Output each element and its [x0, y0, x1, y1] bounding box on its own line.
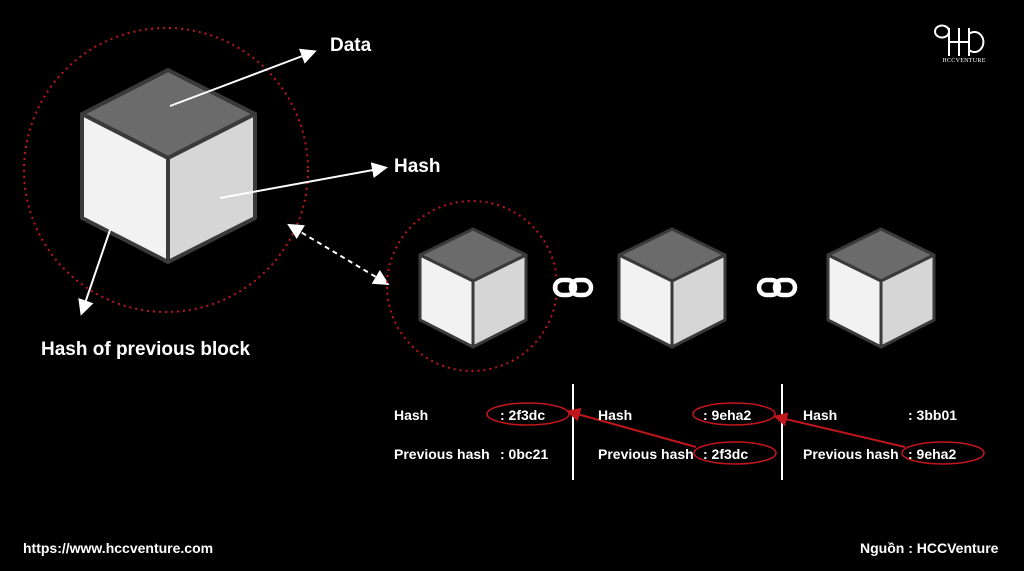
block-3-prev-label: Previous hash — [803, 446, 899, 462]
prev-hash-highlight-ellipse — [901, 441, 985, 465]
highlight-circle-large — [23, 27, 309, 313]
footer-source: Nguồn : HCCVenture — [860, 540, 999, 556]
block-1-prev-value: : 0bc21 — [500, 446, 549, 462]
large-block-cube — [80, 68, 257, 264]
chain-link-icon — [756, 277, 798, 298]
data-arrow — [169, 48, 317, 107]
block-2-prev-label: Previous hash — [598, 446, 694, 462]
hccventure-logo — [934, 24, 985, 56]
block-3-hash-label: Hash — [803, 407, 838, 423]
block-2-prev-value: : 2f3dc — [703, 446, 749, 462]
block-1-prev-label: Previous hash — [394, 446, 490, 462]
data-label: Data — [330, 35, 372, 56]
block-cube-1 — [418, 227, 528, 349]
block-cube-3 — [826, 227, 936, 349]
prev-hash-highlight-ellipse — [693, 441, 777, 465]
footer-url-link[interactable]: https://www.hccventure.com — [23, 540, 214, 556]
hash-arrow — [219, 162, 388, 199]
block-2-hash-value: : 9eha2 — [703, 407, 752, 423]
block-3-prev-value: : 9eha2 — [908, 446, 957, 462]
block-1-hash-label: Hash — [394, 407, 429, 423]
hash-link-arrow — [773, 412, 906, 448]
logo-wordmark: HCCVENTURE — [942, 58, 986, 64]
prev-hash-arrow — [78, 229, 111, 316]
hash-link-arrow — [566, 407, 697, 448]
hash-label: Hash — [394, 156, 441, 177]
prev-block-label: Hash of previous block — [41, 339, 251, 360]
block-cube-2 — [617, 227, 727, 349]
chain-link-icon — [552, 277, 594, 298]
block-2-hash-label: Hash — [598, 407, 633, 423]
block-1-hash-value: : 2f3dc — [500, 407, 546, 423]
zoom-link-arrow — [287, 223, 390, 286]
block-3-hash-value: : 3bb01 — [908, 407, 958, 423]
